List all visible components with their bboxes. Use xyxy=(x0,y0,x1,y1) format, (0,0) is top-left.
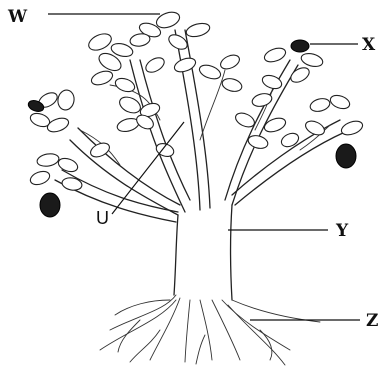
label-y: Y xyxy=(335,221,349,241)
trunk xyxy=(173,204,233,301)
label-u: U xyxy=(96,208,109,228)
fruit-left-bottom xyxy=(39,192,61,218)
fruit-right xyxy=(335,143,357,169)
roots xyxy=(99,294,321,366)
labels: W X U Y Z xyxy=(7,7,378,331)
leaves xyxy=(29,11,364,191)
fruit-left-top xyxy=(27,100,45,112)
label-z: Z xyxy=(366,311,378,331)
pointer-lines xyxy=(48,13,360,321)
fruits xyxy=(27,39,357,218)
label-x: X xyxy=(362,35,376,55)
pointer-u xyxy=(111,121,185,215)
fruit-top-right xyxy=(290,39,310,53)
label-w: W xyxy=(7,7,28,27)
